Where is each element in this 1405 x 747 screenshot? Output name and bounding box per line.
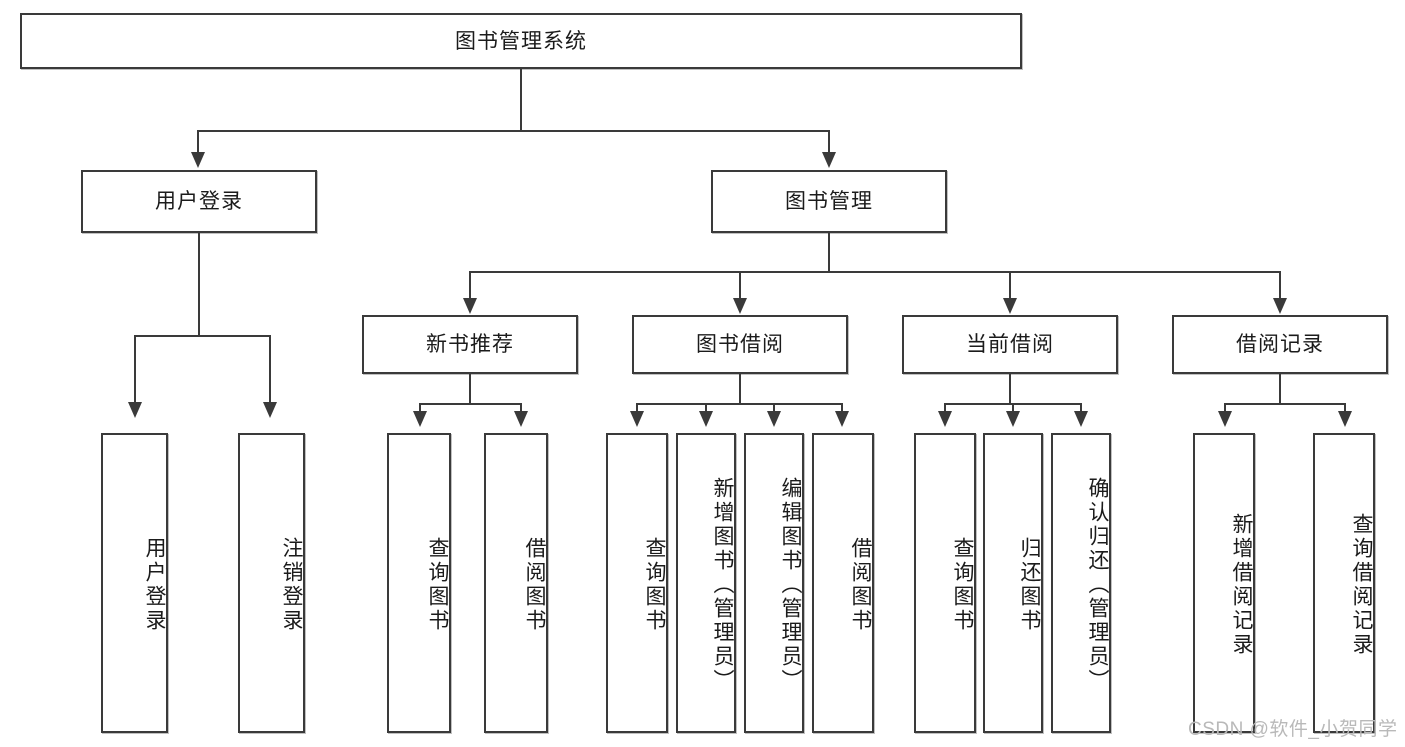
arrow-book-borrow-leaf-1 (630, 411, 644, 427)
node-label: 用户登录 (155, 190, 243, 213)
connector-new-book-drop-1 (419, 403, 421, 413)
connector-root-stem (520, 69, 522, 131)
connector-new-book-stem (469, 374, 471, 404)
arrow-current-borrow-leaf-2 (1006, 411, 1020, 427)
connector-book-borrow-drop-1 (636, 403, 638, 413)
leaf-label: 注销登录 (280, 537, 303, 633)
connector-borrow-record-drop-1 (1224, 403, 1226, 413)
connector-borrow-record-stem (1279, 374, 1281, 404)
connector-root-to-user-login (197, 130, 199, 154)
connector-book-borrow-drop-3 (773, 403, 775, 413)
connector-new-book-bus (419, 403, 522, 405)
arrow-book-borrow-leaf-3 (767, 411, 781, 427)
node-book-management[interactable]: 图书管理 (711, 170, 947, 233)
leaf-book-borrow-add-admin[interactable]: 新增图书（管理员） (676, 433, 736, 733)
leaf-book-borrow-edit-admin[interactable]: 编辑图书（管理员） (744, 433, 804, 733)
leaf-user-login-logout[interactable]: 注销登录 (238, 433, 305, 733)
connector-user-login-stem (198, 233, 200, 336)
connector-current-borrow-drop-1 (944, 403, 946, 413)
arrow-to-current-borrow (1003, 298, 1017, 314)
connector-book-borrow-drop-2 (705, 403, 707, 413)
connector-to-current-borrow (1009, 271, 1011, 299)
node-new-book-recommend[interactable]: 新书推荐 (362, 315, 578, 374)
arrow-book-borrow-leaf-2 (699, 411, 713, 427)
leaf-book-borrow-borrow[interactable]: 借阅图书 (812, 433, 874, 733)
leaf-user-login-login[interactable]: 用户登录 (101, 433, 168, 733)
leaf-label: 编辑图书（管理员） (779, 477, 802, 693)
connector-user-login-bus (134, 335, 271, 337)
leaf-label: 新增图书（管理员） (711, 477, 734, 693)
leaf-label: 查询图书 (643, 537, 666, 633)
node-label: 新书推荐 (426, 333, 514, 356)
leaf-label: 查询图书 (426, 537, 449, 633)
leaf-label: 借阅图书 (849, 537, 872, 633)
leaf-label: 新增借阅记录 (1230, 513, 1253, 657)
connector-to-borrow-record (1279, 271, 1281, 299)
leaf-label: 确认归还（管理员） (1086, 477, 1109, 693)
connector-borrow-record-bus (1224, 403, 1346, 405)
node-current-borrow[interactable]: 当前借阅 (902, 315, 1118, 374)
connector-new-book-drop-2 (520, 403, 522, 413)
arrow-book-borrow-leaf-4 (835, 411, 849, 427)
connector-current-borrow-drop-2 (1012, 403, 1014, 413)
connector-to-new-book (469, 271, 471, 299)
leaf-label: 借阅图书 (523, 537, 546, 633)
leaf-current-borrow-query[interactable]: 查询图书 (914, 433, 976, 733)
connector-user-login-drop-1 (134, 335, 136, 403)
connector-current-borrow-drop-3 (1080, 403, 1082, 413)
connector-user-login-drop-2 (269, 335, 271, 403)
connector-book-borrow-stem (739, 374, 741, 404)
connector-root-to-book-manage (828, 130, 830, 154)
leaf-book-borrow-query[interactable]: 查询图书 (606, 433, 668, 733)
leaf-label: 查询借阅记录 (1350, 513, 1373, 657)
leaf-current-borrow-return[interactable]: 归还图书 (983, 433, 1043, 733)
node-label: 图书管理系统 (455, 29, 587, 53)
arrow-new-book-leaf-2 (514, 411, 528, 427)
arrow-to-book-borrow (733, 298, 747, 314)
arrow-root-to-book-manage (822, 152, 836, 168)
leaf-borrow-record-add[interactable]: 新增借阅记录 (1193, 433, 1255, 733)
leaf-current-borrow-confirm-admin[interactable]: 确认归还（管理员） (1051, 433, 1111, 733)
arrow-borrow-record-leaf-2 (1338, 411, 1352, 427)
node-label: 图书管理 (785, 190, 873, 213)
connector-to-book-borrow (739, 271, 741, 299)
node-user-login[interactable]: 用户登录 (81, 170, 317, 233)
connector-borrow-record-drop-2 (1344, 403, 1346, 413)
arrow-current-borrow-leaf-3 (1074, 411, 1088, 427)
node-root-system[interactable]: 图书管理系统 (20, 13, 1022, 69)
arrow-borrow-record-leaf-1 (1218, 411, 1232, 427)
node-label: 借阅记录 (1236, 333, 1324, 356)
arrow-to-new-book (463, 298, 477, 314)
leaf-label: 归还图书 (1018, 537, 1041, 633)
arrow-root-to-user-login (191, 152, 205, 168)
connector-book-manage-bus (469, 271, 1280, 273)
leaf-borrow-record-query[interactable]: 查询借阅记录 (1313, 433, 1375, 733)
node-book-borrow[interactable]: 图书借阅 (632, 315, 848, 374)
connector-current-borrow-stem (1009, 374, 1011, 404)
arrow-user-login-leaf-1 (128, 402, 142, 418)
leaf-label: 用户登录 (143, 537, 166, 633)
node-label: 图书借阅 (696, 333, 784, 356)
connector-book-borrow-bus (636, 403, 842, 405)
leaf-new-book-borrow[interactable]: 借阅图书 (484, 433, 548, 733)
arrow-new-book-leaf-1 (413, 411, 427, 427)
connector-root-bus (197, 130, 830, 132)
node-borrow-record[interactable]: 借阅记录 (1172, 315, 1388, 374)
leaf-new-book-query[interactable]: 查询图书 (387, 433, 451, 733)
arrow-to-borrow-record (1273, 298, 1287, 314)
leaf-label: 查询图书 (951, 537, 974, 633)
connector-book-manage-stem (828, 233, 830, 273)
arrow-current-borrow-leaf-1 (938, 411, 952, 427)
arrow-user-login-leaf-2 (263, 402, 277, 418)
node-label: 当前借阅 (966, 333, 1054, 356)
connector-book-borrow-drop-4 (841, 403, 843, 413)
